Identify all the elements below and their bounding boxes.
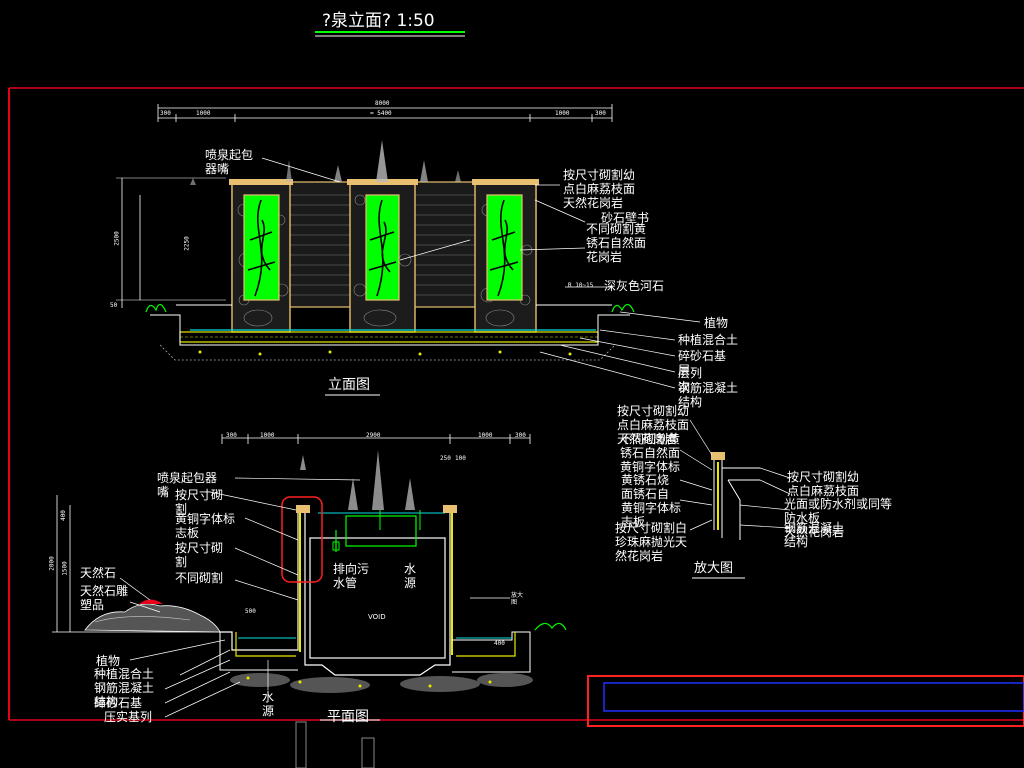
sec-dim-p1: 500 [245,608,256,615]
label-fountain-nozzle: 喷泉起包 器嘴 [205,148,254,176]
dim-base: 50 [110,302,118,309]
sec-label-cut2: 按尺寸砌 割 [175,541,224,569]
sec-dim-g: 100 [455,455,466,462]
red-highlight-box [281,496,323,583]
sec-dim-f: 250 [440,455,451,462]
sec-dim-b: 1000 [260,432,275,439]
sec-label-cut1: 按尺寸砌 割 [175,488,224,516]
sec-dim-d: 1000 [478,432,493,439]
elevation-title: 立面图 [328,377,370,393]
sec-label-concrete: 钢筋混凝土 结构 [94,681,155,709]
detail-label-l3: 黄铜字体标 [620,460,681,474]
sec-label-sculpture: 天然石雕 塑品 [80,584,129,612]
dim-total: 8000 [375,100,390,107]
dim-left-a: 300 [160,110,171,117]
sec-dim-v2: 2000 [48,556,56,571]
label-sandstone: 砂石壁书 [601,211,650,225]
detail-label-l5: 按尺寸砌割白 珍珠麻抛光天 然花岗岩 [615,521,688,563]
dim-right-b: 300 [595,110,606,117]
title-block-inner [603,682,1024,712]
detail-view [679,419,791,579]
dim-h-total: 2500 [113,231,121,246]
sec-label-rock: 天然石 [80,566,117,580]
sec-dim-p2: 400 [494,640,505,647]
sec-label-plant: 植物 [96,654,121,668]
sec-label-fountain: 喷泉起包器 嘴 [157,471,218,499]
sec-label-soil: 种植混合土 [94,667,155,681]
detail-label-r2: 光面或防水剂或同等 防水板 天然花岗岩 [784,497,893,539]
sec-label-compact: 压实基列 [104,710,153,724]
sec-dim-v3: 1500 [61,561,69,576]
label-granite-cut: 按尺寸砌割幼 点白麻荔枝面 天然花岗岩 [563,168,636,210]
sec-label-drain: 排向污 水管 [333,562,370,590]
sec-label-bronze-sign: 黄铜字体标 志板 [175,512,236,540]
dim-h-inner: 2250 [183,236,191,251]
detail-label-l4: 黄锈石烧 面锈石自 黄铜字体标 志板 [621,473,682,529]
label-layers: 层列 次 [678,366,703,394]
detail-label-r3: 钢筋混凝土 结构 [784,521,845,549]
sec-label-water2: 水 源 [262,690,275,718]
sec-label-cut3: 不同砌割 [175,571,224,585]
sec-dim-c: 2900 [366,432,381,439]
dim-half: ≈ 5400 [370,110,392,117]
sec-label-gravel: 碎砂石基 [94,696,143,710]
dim-left-b: 1000 [196,110,211,117]
label-gravel: 碎砂石基 层 [678,349,727,377]
detail-label-r1: 按尺寸砌割幼 点白麻荔枝面 [787,470,860,498]
detail-label-l2: 不同砌割黄 锈石自然面 [620,432,681,460]
sec-label-note: 放大 图 [511,592,524,606]
label-river-stone: 深灰色河石 [604,279,665,293]
section-title: 平面图 [327,709,369,725]
detail-title: 放大图 [694,561,734,576]
sec-dim-a: 300 [226,432,237,439]
title-block [587,675,1024,727]
label-plant: 植物 [704,316,729,330]
section-view [52,434,567,768]
sec-dim-v1: 400 [59,510,67,521]
label-soil: 种植混合土 [678,333,739,347]
dim-right-a: 1000 [555,110,570,117]
sec-dim-e: 300 [515,432,526,439]
label-concrete: 钢筋混凝土 结构 [678,381,739,409]
detail-label-l1: 按尺寸砌割幼 点白麻荔枝面 天然花岗岩 [617,404,690,446]
label-bronze-granite: 不同砌割黄 锈石自然面 花岗岩 [586,222,647,264]
dim-r-label: R 10~15 [568,282,594,289]
elevation-view [116,104,701,396]
sec-label-void: VOID [368,613,386,621]
drawing-title: ?泉立面? 1:50 [322,11,435,31]
sec-label-water: 水 源 [404,562,417,590]
